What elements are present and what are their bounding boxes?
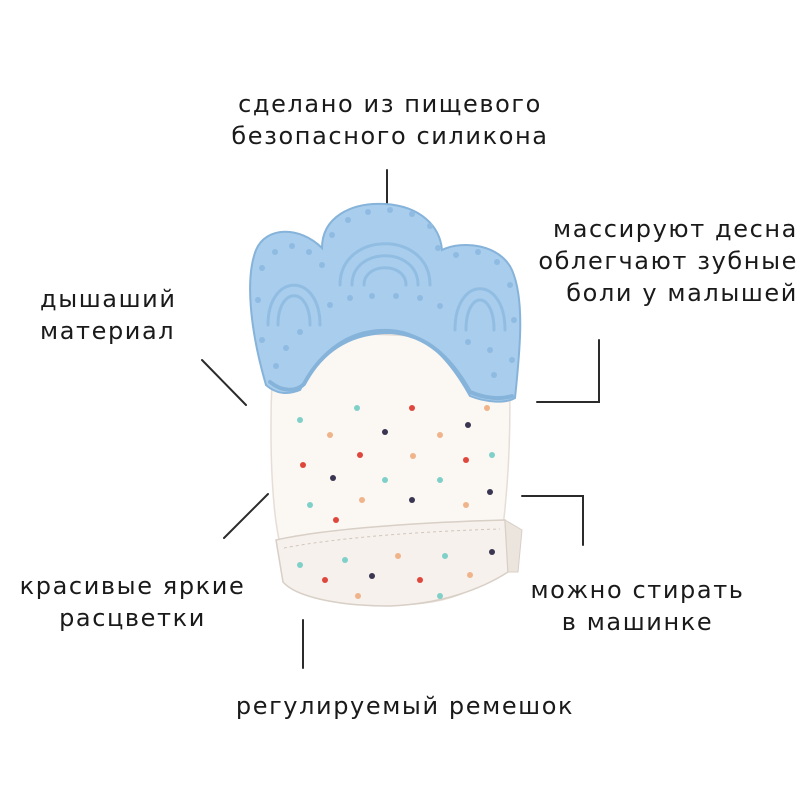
label-line: материал	[40, 317, 176, 345]
label-line: расцветки	[59, 604, 206, 632]
massage-bumps	[255, 207, 517, 378]
label-line: красивые яркие	[19, 572, 246, 600]
label-bright-colors: красивые яркие расцветки	[5, 570, 260, 634]
teether-arches	[266, 242, 507, 332]
label-line: безопасного силикона	[231, 122, 549, 150]
leader-line-right-top	[536, 339, 600, 403]
label-line: в машинке	[561, 608, 714, 636]
label-food-grade-silicone: сделано из пищевого безопасного силикона	[195, 88, 585, 152]
label-line: регулируемый ремешок	[235, 692, 575, 720]
label-line: боли у малышей	[566, 279, 798, 307]
strap-dots	[297, 549, 495, 599]
silicone-teether	[249, 202, 522, 403]
strap-velcro-end	[504, 519, 523, 573]
leader-lines	[201, 169, 600, 669]
label-line: облегчают зубные	[538, 247, 798, 275]
label-line: сделано из пищевого	[238, 90, 542, 118]
adjustable-strap	[275, 519, 509, 607]
teether-rim	[268, 329, 514, 401]
label-line: дышаший	[40, 285, 177, 313]
label-machine-washable: можно стирать в машинке	[515, 574, 760, 638]
leader-line-left-top	[201, 359, 247, 406]
teething-mitten	[249, 202, 523, 607]
strap-stitch	[283, 528, 501, 549]
label-line: можно стирать	[530, 576, 745, 604]
label-adjustable-strap: регулируемый ремешок	[200, 690, 610, 722]
label-line: массируют десна	[552, 215, 798, 243]
label-breathable-material: дышаший материал	[40, 283, 177, 347]
label-massage-gums: массируют десна облегчают зубные боли у …	[538, 213, 798, 309]
polka-dots	[297, 405, 495, 523]
leader-line-left-bottom	[223, 493, 269, 539]
leader-line-right-bottom	[521, 495, 584, 546]
